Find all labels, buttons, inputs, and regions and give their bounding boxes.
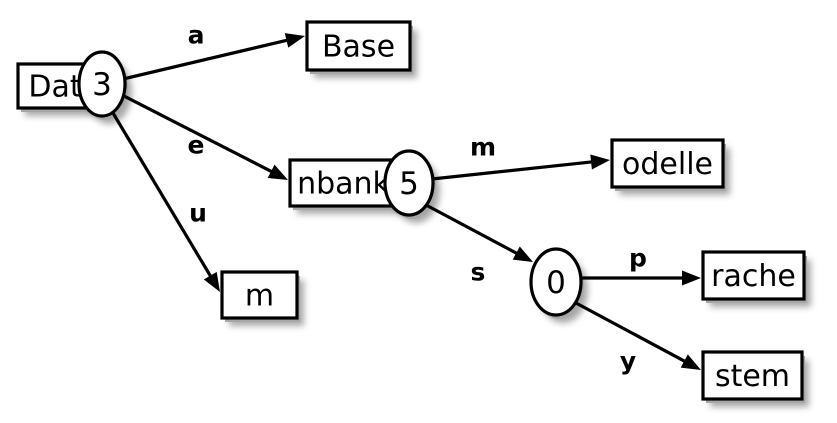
- node-shape-ellipse: [383, 149, 435, 217]
- arrow-head-icon: [512, 246, 533, 262]
- node-n5[interactable]: rache: [701, 250, 806, 301]
- node-shape-rect: [701, 250, 806, 301]
- arrow-head-icon: [284, 33, 305, 48]
- arrow-head-icon: [680, 354, 701, 370]
- node-shape-ellipse: [529, 247, 583, 317]
- arrow-head-icon: [203, 271, 220, 292]
- edge-line: [425, 203, 521, 257]
- node-shape-rect: [701, 350, 804, 401]
- edge-label-s: s: [471, 258, 486, 287]
- edge-a: [122, 33, 305, 81]
- node-label: nbank: [297, 167, 390, 202]
- edge-line: [431, 160, 596, 181]
- edge-label-u: u: [189, 199, 207, 228]
- node-label: 3: [92, 67, 112, 103]
- edge-y: [575, 301, 701, 370]
- node-n1[interactable]: Base: [305, 20, 412, 72]
- node-layer: Dat 3 Base nbank 5 m odelle 0 rache stem: [16, 20, 806, 401]
- node-n2[interactable]: nbank: [288, 158, 399, 208]
- edge-line: [122, 37, 291, 81]
- edge-label-a: a: [188, 21, 205, 50]
- node-label: 5: [399, 166, 419, 202]
- edge-label-layer: a e u m s p y: [188, 21, 647, 376]
- node-n6[interactable]: stem: [701, 350, 804, 401]
- node-label: stem: [715, 359, 790, 394]
- edge-s: [425, 203, 533, 262]
- node-label: odelle: [622, 147, 713, 182]
- edge-e: [121, 93, 288, 180]
- arrow-head-icon: [590, 154, 610, 170]
- edge-layer: [111, 33, 701, 370]
- edge-line: [121, 93, 276, 175]
- node-shape-rect: [288, 158, 399, 208]
- edge-label-y: y: [620, 347, 636, 376]
- node-label: Base: [322, 30, 395, 65]
- node-s5[interactable]: 5: [383, 149, 435, 217]
- edge-label-e: e: [188, 131, 205, 160]
- node-shape-rect: [610, 138, 725, 189]
- node-label: rache: [711, 259, 796, 294]
- node-s0[interactable]: 0: [529, 247, 583, 317]
- node-shape-ellipse: [77, 50, 127, 118]
- edge-label-m: m: [470, 133, 496, 162]
- node-label: 0: [546, 265, 566, 301]
- node-n3[interactable]: m: [220, 270, 299, 320]
- edge-line: [111, 112, 214, 280]
- arrow-head-icon: [267, 164, 288, 180]
- node-shape-rect: [305, 20, 412, 72]
- edge-p: [581, 270, 701, 286]
- edge-m: [431, 154, 610, 181]
- edge-label-p: p: [629, 244, 647, 273]
- node-s3[interactable]: 3: [77, 50, 127, 118]
- node-label: m: [245, 279, 274, 314]
- arrow-head-icon: [682, 270, 701, 286]
- edge-u: [111, 112, 220, 292]
- node-label: Dat: [28, 70, 81, 105]
- node-shape-rect: [220, 270, 299, 320]
- node-n4[interactable]: odelle: [610, 138, 725, 189]
- edge-line: [575, 301, 689, 365]
